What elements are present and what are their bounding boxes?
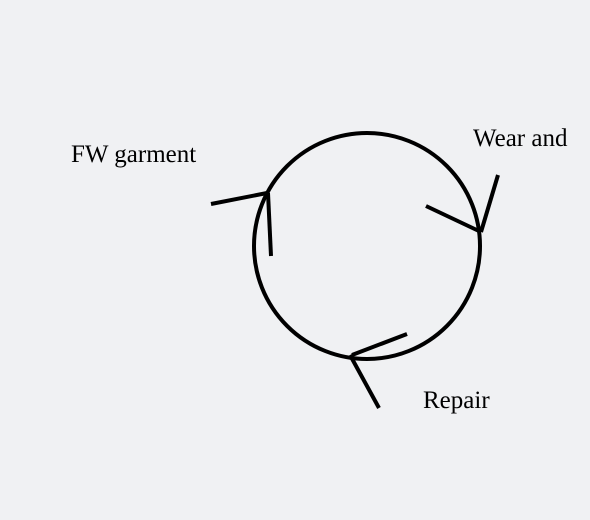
cycle-circle [252,131,482,361]
arrow-repair-line [348,354,381,409]
arrow-fw-garment [210,191,273,257]
arrow-repair-tick [351,332,408,357]
arrow-wear-and-tick [425,204,482,234]
label-wear-and: Wear and [473,125,568,152]
arrow-fw-garment-line [210,191,268,206]
arrow-repair [348,332,408,409]
arrow-wear-and-line [479,174,500,233]
label-fw-garment: FW garment [71,141,197,168]
arrow-fw-garment-tick [266,192,273,257]
arrow-wear-and [425,174,500,234]
label-repair: Repair [423,387,490,414]
